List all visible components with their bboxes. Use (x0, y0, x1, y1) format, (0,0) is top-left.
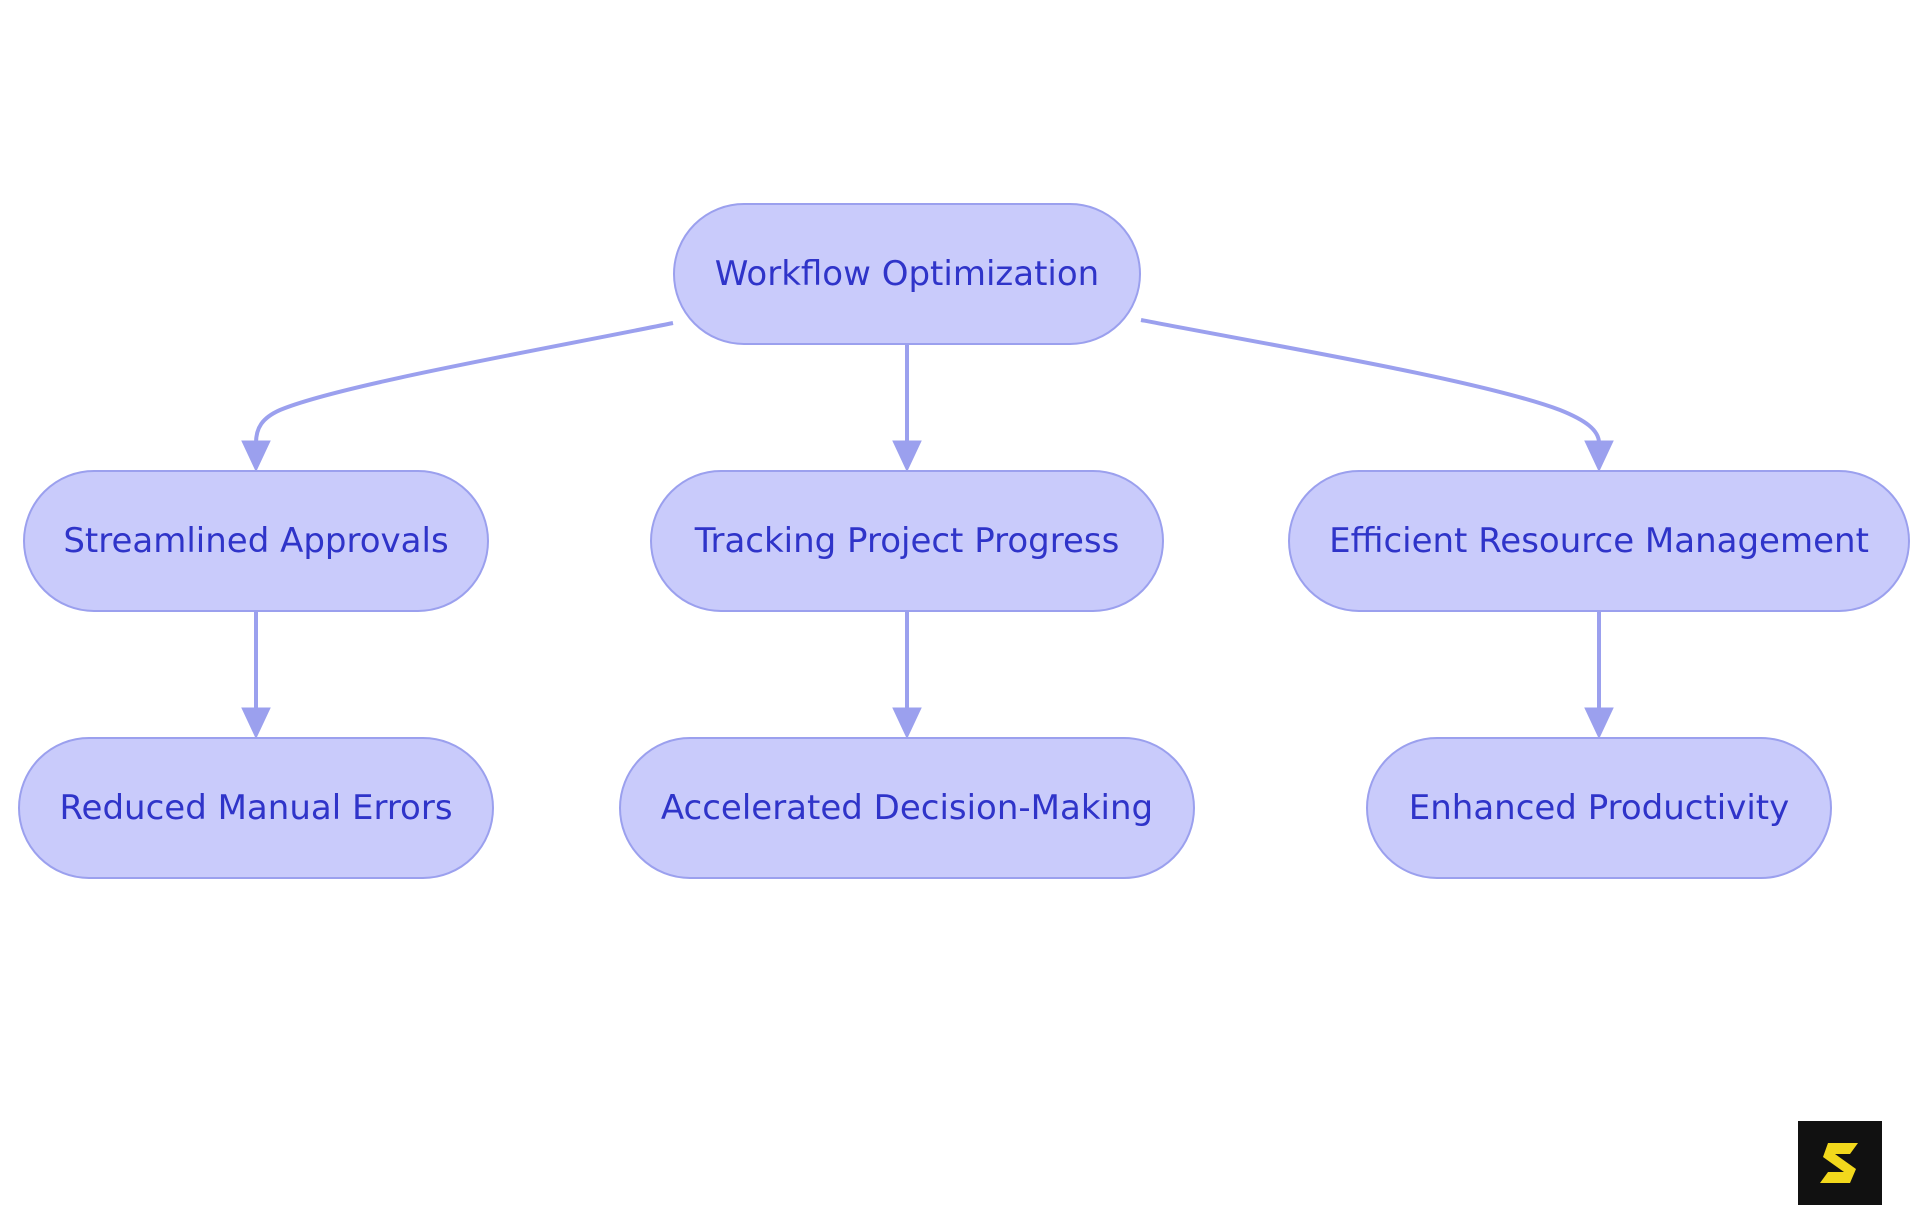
edge-workflow-optimization-to-efficient-resource-management (1140, 318, 1614, 473)
node-streamlined-approvals: Streamlined Approvals (23, 470, 489, 612)
node-label: Enhanced Productivity (1409, 788, 1790, 828)
node-shape (650, 470, 1164, 612)
edge-efficient-resource-management-to-enhanced-productivity (1584, 611, 1614, 740)
node-accelerated-decision-making: Accelerated Decision-Making (619, 737, 1195, 879)
node-label: Tracking Project Progress (694, 521, 1120, 561)
edge-streamlined-approvals-to-reduced-manual-errors (241, 611, 271, 740)
node-efficient-resource-management: Efficient Resource Management (1288, 470, 1910, 612)
arrowhead (241, 440, 271, 473)
node-shape (18, 737, 494, 879)
arrowhead (1584, 440, 1614, 473)
node-label: Accelerated Decision-Making (661, 788, 1153, 828)
node-reduced-manual-errors: Reduced Manual Errors (18, 737, 494, 879)
edge-line (254, 321, 674, 444)
node-shape (673, 203, 1141, 345)
node-label: Efficient Resource Management (1329, 521, 1869, 561)
node-label: Workflow Optimization (715, 254, 1099, 294)
s-brand-logo-icon (1798, 1121, 1882, 1205)
arrowhead (892, 707, 922, 740)
node-workflow-optimization: Workflow Optimization (673, 203, 1141, 345)
node-tracking-project-progress: Tracking Project Progress (650, 470, 1164, 612)
edge-line (1140, 318, 1601, 444)
edge-tracking-project-progress-to-accelerated-decision-making (892, 611, 922, 740)
node-shape (23, 470, 489, 612)
edge-workflow-optimization-to-tracking-project-progress (892, 344, 922, 473)
arrowhead (241, 707, 271, 740)
node-shape (1288, 470, 1910, 612)
logo-mark (1820, 1143, 1858, 1183)
node-enhanced-productivity: Enhanced Productivity (1366, 737, 1832, 879)
arrowhead (892, 440, 922, 473)
node-label: Reduced Manual Errors (59, 788, 452, 828)
arrowhead (1584, 707, 1614, 740)
node-shape (1366, 737, 1832, 879)
edges-layer (241, 318, 1614, 740)
node-shape (619, 737, 1195, 879)
node-label: Streamlined Approvals (63, 521, 448, 561)
edge-workflow-optimization-to-streamlined-approvals (241, 321, 674, 473)
